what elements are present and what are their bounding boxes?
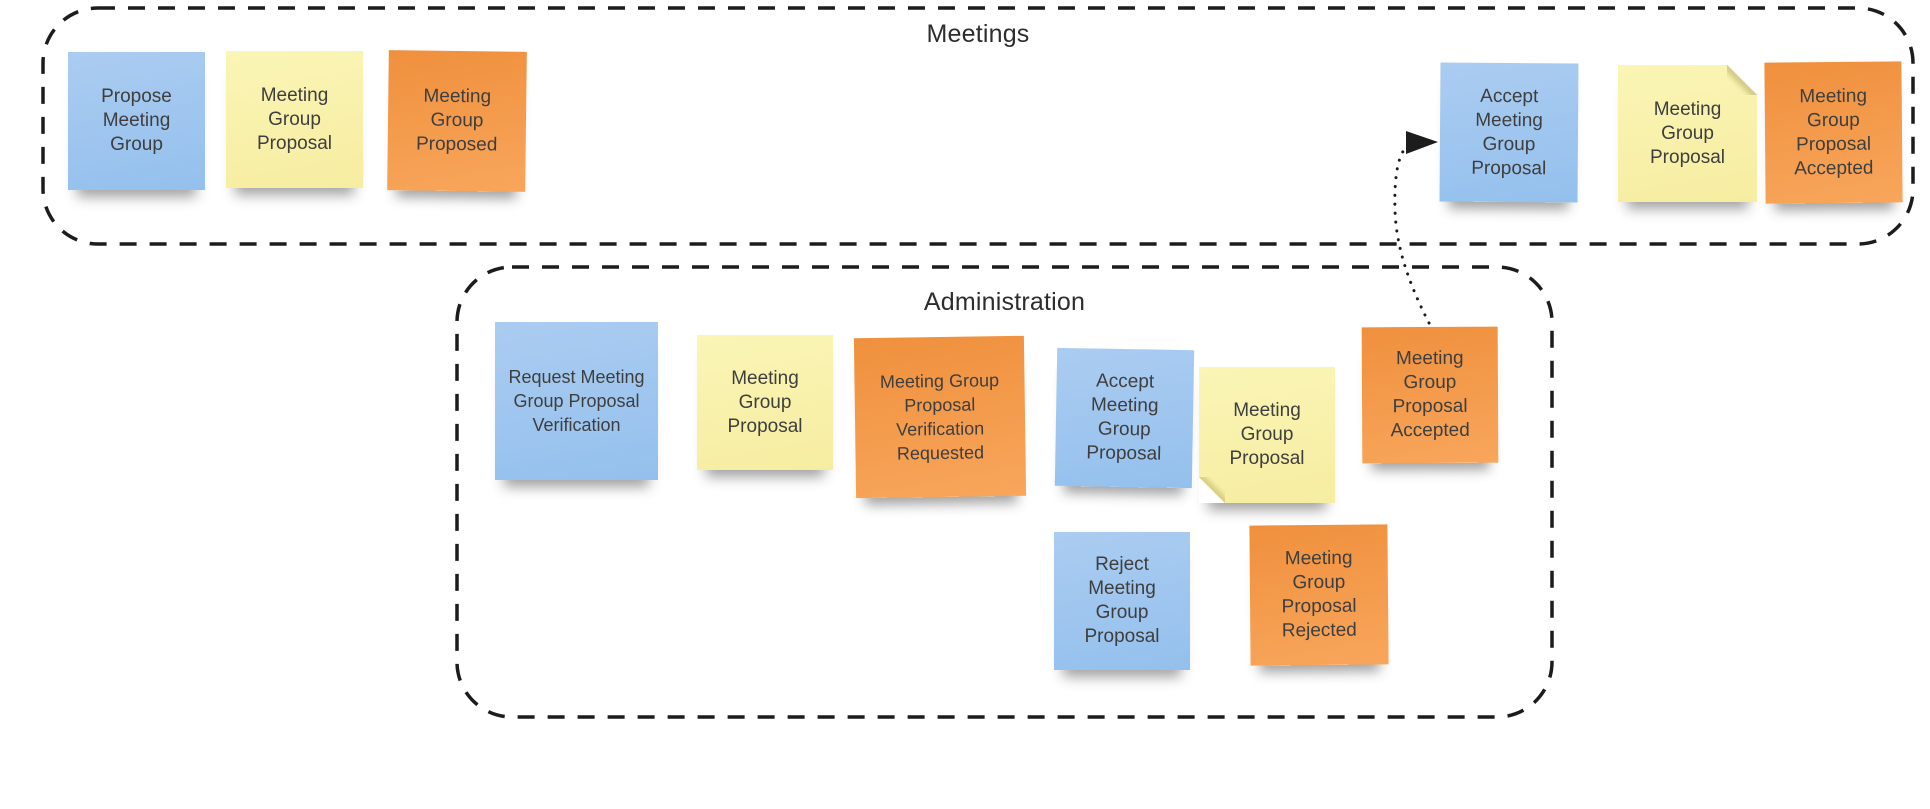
sticky-note-meeting-group-proposed[interactable]: Meeting Group Proposed [387, 50, 527, 192]
zone-administration-border [455, 265, 1554, 719]
sticky-note-text: Meeting Group Proposal [1229, 400, 1305, 469]
sticky-note-text: Request Meeting Group Proposal Verificat… [508, 367, 645, 435]
sticky-note-meeting-group-proposal[interactable]: Meeting Group Proposal [697, 335, 833, 470]
sticky-note-meeting-group-proposal-verification-requested[interactable]: Meeting Group Proposal Verification Requ… [853, 335, 1027, 499]
sticky-note-text: Meeting Group Proposal Rejected [1281, 547, 1357, 642]
sticky-note-propose-meeting-group[interactable]: Propose Meeting Group [68, 52, 205, 190]
sticky-note-text: Accept Meeting Group Proposal [1471, 85, 1547, 179]
sticky-note-text: Propose Meeting Group [101, 86, 172, 155]
sticky-note-accept-meeting-group-proposal[interactable]: Accept Meeting Group Proposal [1054, 347, 1195, 489]
sticky-note-text: Accept Meeting Group Proposal [1086, 370, 1162, 465]
zone-meetings[interactable]: Meetings [43, 8, 1913, 244]
connector-dotted-arrow[interactable] [1393, 142, 1431, 325]
connector-arrowhead-icon [1406, 131, 1438, 154]
sticky-note-meeting-group-proposal[interactable]: Meeting Group Proposal [1618, 65, 1757, 202]
sticky-note-meeting-group-proposal[interactable]: Meeting Group Proposal [226, 51, 363, 188]
sticky-note-meeting-group-proposal-accepted[interactable]: Meeting Group Proposal Accepted [1764, 61, 1903, 204]
sticky-note-text: Meeting Group Proposal [1650, 98, 1725, 168]
sticky-note-text: Meeting Group Proposal Accepted [1794, 85, 1874, 179]
sticky-note-reject-meeting-group-proposal[interactable]: Reject Meeting Group Proposal [1054, 532, 1190, 670]
sticky-note-request-meeting-group-proposal-verification[interactable]: Request Meeting Group Proposal Verificat… [495, 322, 658, 480]
sticky-note-text: Meeting Group Proposed [415, 85, 498, 156]
sticky-note-text: Meeting Group Proposal Verification Requ… [879, 370, 1000, 464]
zone-meetings-label: Meetings [926, 20, 1030, 48]
sticky-note-accept-meeting-group-proposal[interactable]: Accept Meeting Group Proposal [1439, 62, 1579, 203]
sticky-note-meeting-group-proposal-rejected[interactable]: Meeting Group Proposal Rejected [1249, 524, 1389, 666]
zone-administration[interactable]: Administration [457, 267, 1552, 717]
zone-administration-label: Administration [923, 288, 1086, 316]
sticky-note-meeting-group-proposal[interactable]: Meeting Group Proposal [1199, 367, 1335, 503]
sticky-note-meeting-group-proposal-accepted[interactable]: Meeting Group Proposal Accepted [1361, 326, 1499, 464]
sticky-note-text: Meeting Group Proposal [727, 367, 803, 437]
sticky-note-text: Meeting Group Proposal [257, 84, 332, 154]
sticky-note-text: Reject Meeting Group Proposal [1084, 554, 1160, 647]
sticky-note-text: Meeting Group Proposal Accepted [1390, 347, 1470, 442]
zone-meetings-border [41, 6, 1915, 246]
